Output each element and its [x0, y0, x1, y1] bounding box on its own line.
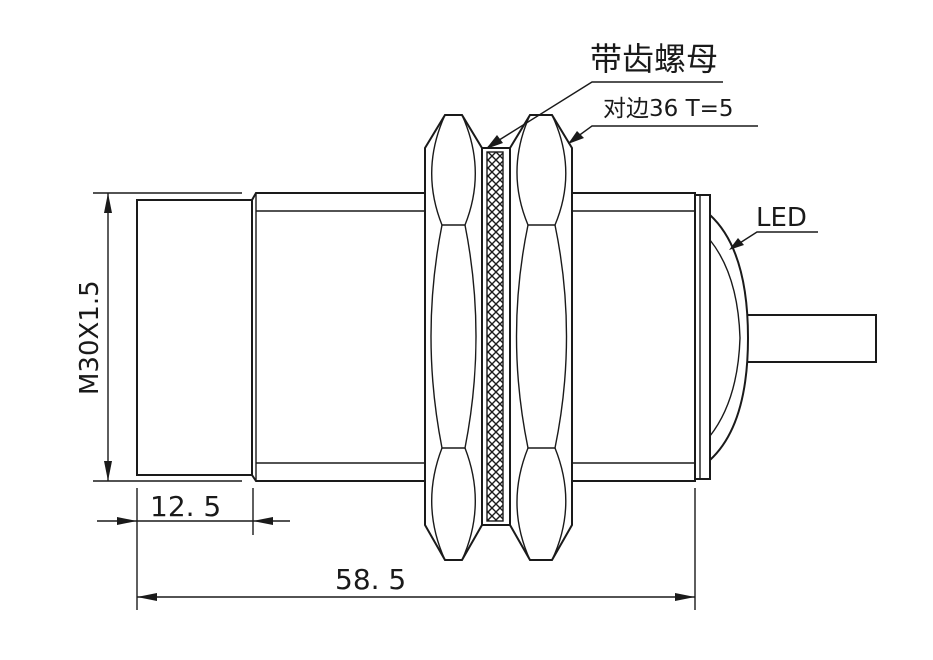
across-flats-label: 对边36 T=5: [603, 96, 734, 122]
led-label: LED: [756, 203, 807, 233]
led-dome: [709, 214, 750, 461]
hex-nut-left: [424, 114, 483, 561]
toothed-washer: [481, 147, 511, 526]
front-length-text: 12. 5: [150, 490, 221, 523]
cable: [748, 314, 877, 363]
led-callout: LED: [729, 203, 818, 250]
across-flats-callout: 对边36 T=5: [568, 96, 758, 144]
thread-dimension-text: M30X1.5: [75, 280, 105, 395]
total-length-text: 58. 5: [335, 563, 406, 596]
sensor-front-cap: [136, 199, 253, 476]
rear-end: [694, 194, 877, 480]
front-length-dimension: 12. 5: [97, 488, 290, 610]
toothed-nut-label: 带齿螺母: [590, 40, 718, 78]
total-length-dimension: 58. 5: [137, 488, 696, 610]
toothed-nut-callout: 带齿螺母: [486, 40, 723, 149]
hex-nut-right: [509, 114, 573, 561]
thread-dimension: M30X1.5: [75, 192, 242, 482]
